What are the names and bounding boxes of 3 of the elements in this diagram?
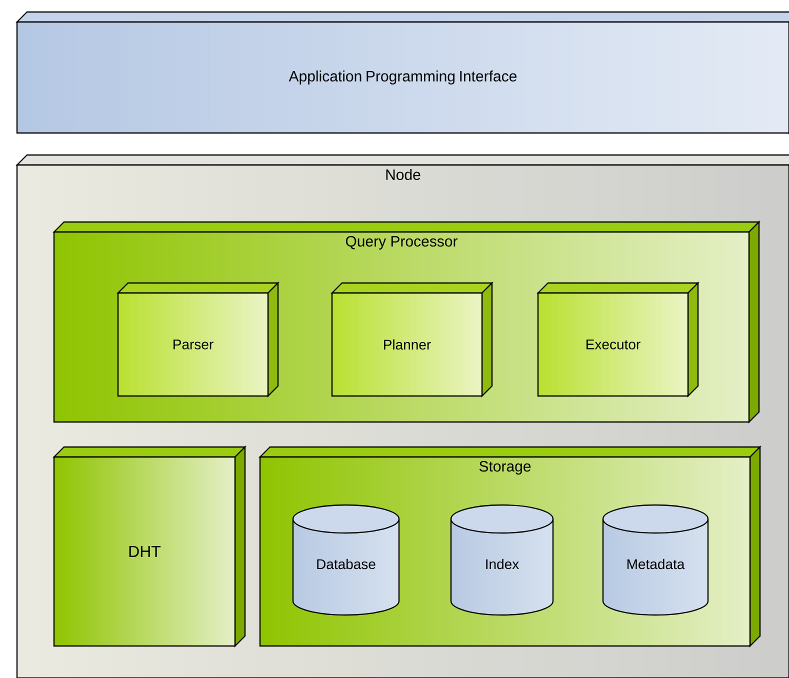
database-cylinder: Database — [292, 504, 400, 616]
database-cylinder: Metadata — [602, 504, 709, 616]
database-cylinder: Index — [450, 504, 554, 616]
